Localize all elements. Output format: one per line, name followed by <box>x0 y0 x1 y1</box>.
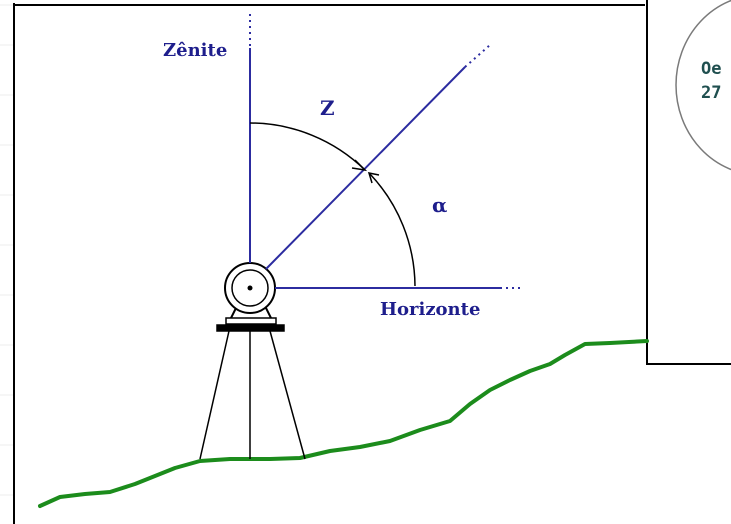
line-of-sight-dotted <box>464 44 491 68</box>
ground-line <box>38 339 649 508</box>
horizon-label: Horizonte <box>380 299 480 320</box>
altitude-angle-arc <box>369 173 416 287</box>
background-grid <box>0 4 640 496</box>
theodolite-icon <box>224 262 277 325</box>
inset-text-line2: 27 <box>701 83 721 103</box>
altitude-angle-arrowhead <box>367 172 380 184</box>
line-of-sight <box>265 66 466 270</box>
zenith-angle-arrowhead <box>351 159 368 172</box>
zenith-angle-label: Z <box>320 96 335 120</box>
altitude-angle-label: α <box>432 193 447 217</box>
zenith-angle-arc <box>249 122 366 171</box>
tripod-icon <box>199 324 306 460</box>
inset-ellipse <box>675 0 731 171</box>
inset-text-line1: Oe <box>701 59 721 79</box>
zenith-label: Zênite <box>163 40 227 61</box>
inset-panel: Oe 27 <box>646 0 731 365</box>
